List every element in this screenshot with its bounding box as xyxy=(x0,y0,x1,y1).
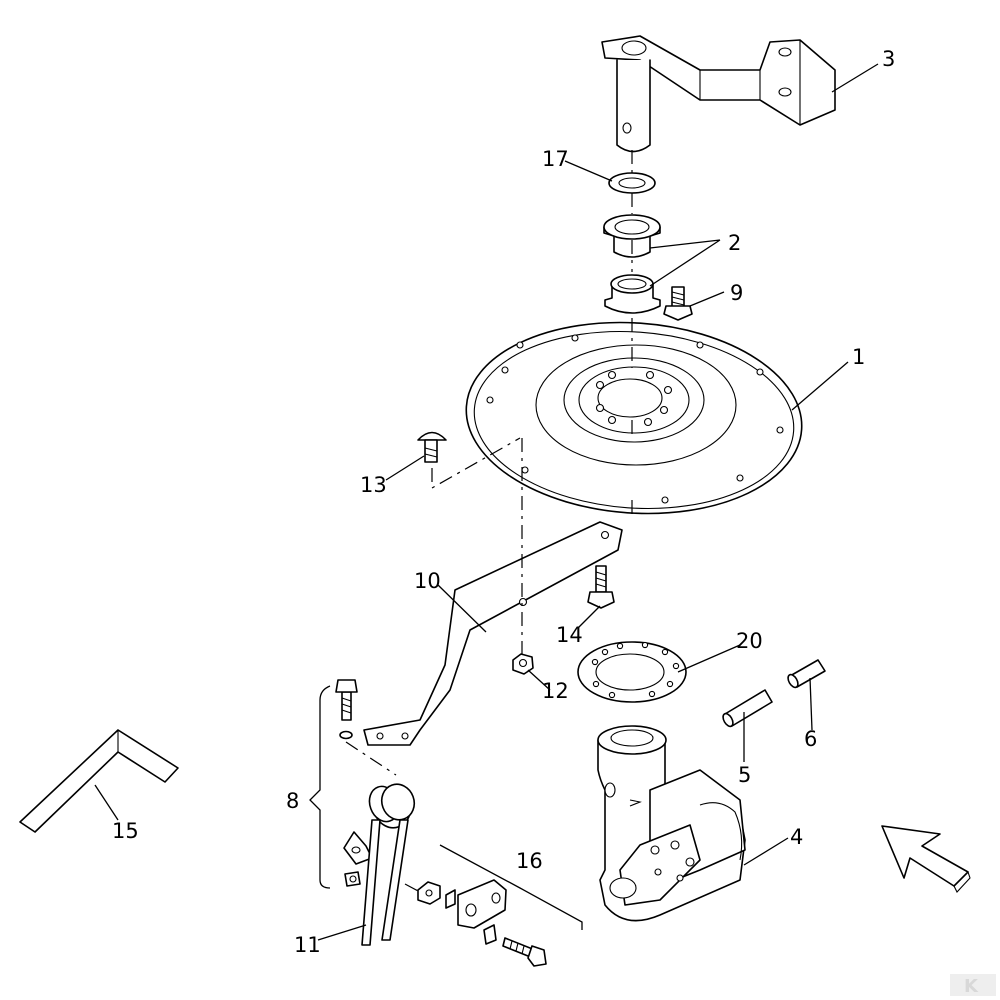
callout-13: 13 xyxy=(360,473,387,497)
housing-part-4 xyxy=(597,725,746,922)
assembly-center-lines xyxy=(345,150,633,893)
gasket-part-20 xyxy=(577,641,687,703)
nut-part-12 xyxy=(512,653,534,675)
angle-profile-part-15 xyxy=(19,729,179,833)
tine-spring-coil xyxy=(368,783,416,829)
pin-part-5 xyxy=(722,689,773,728)
callout-12: 12 xyxy=(542,679,569,703)
bolt-part-14 xyxy=(587,565,615,609)
callout-2: 2 xyxy=(728,231,741,255)
callout-3: 3 xyxy=(882,47,895,71)
washer-part-17 xyxy=(608,172,656,194)
direction-arrow-icon xyxy=(881,825,971,893)
callout-9: 9 xyxy=(730,281,743,305)
callout-15: 15 xyxy=(112,819,139,843)
bolt-part-9 xyxy=(663,286,693,321)
callout-20: 20 xyxy=(736,629,763,653)
bushings-part-2 xyxy=(603,214,661,314)
callout-8: 8 xyxy=(286,789,299,813)
disc-part-1 xyxy=(465,321,803,515)
logo-letter: K xyxy=(964,976,979,997)
callout-5: 5 xyxy=(738,763,751,787)
spring-tines-part-11 xyxy=(361,819,409,946)
callout-16: 16 xyxy=(516,849,543,873)
callout-17: 17 xyxy=(542,147,569,171)
callout-labels: 3 17 2 9 1 13 10 14 20 12 6 5 8 4 15 16 … xyxy=(112,47,895,957)
brand-logo-watermark: K xyxy=(950,974,996,997)
callout-6: 6 xyxy=(804,727,817,751)
callout-14: 14 xyxy=(556,623,583,647)
leader-lines xyxy=(94,63,879,941)
bracket-pin-part-3 xyxy=(601,35,836,153)
callout-4: 4 xyxy=(790,825,803,849)
clamp-set-part-16 xyxy=(417,879,547,967)
carriage-bolt-part-13 xyxy=(417,431,447,463)
callout-11: 11 xyxy=(294,933,321,957)
pin-part-6 xyxy=(787,659,826,689)
tine-assembly-part-8 xyxy=(335,679,416,887)
callout-1: 1 xyxy=(852,345,865,369)
callout-10: 10 xyxy=(414,569,441,593)
strap-arm-part-10 xyxy=(363,521,623,746)
